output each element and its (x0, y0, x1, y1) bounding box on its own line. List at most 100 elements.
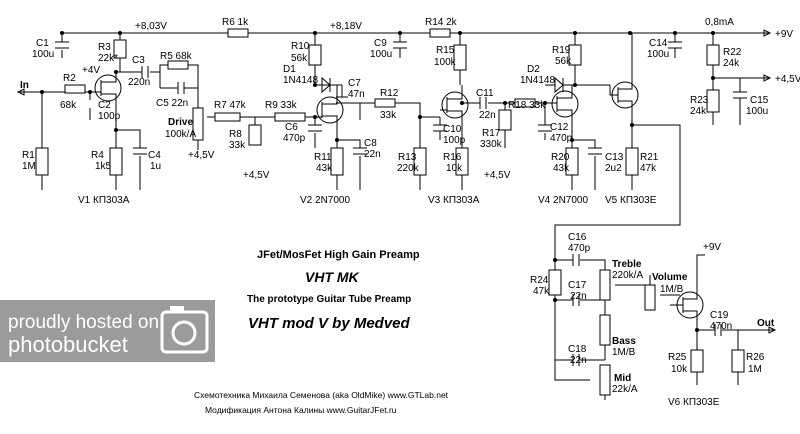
c13-value: 2u2 (605, 163, 622, 174)
photobucket-watermark: proudly hosted on photobucket (0, 300, 215, 362)
r8-value: 33k (229, 140, 246, 151)
c10-value: 100p (443, 135, 466, 146)
r17-label: R17 (482, 128, 501, 139)
r26-value: 1M (748, 364, 762, 375)
rail-label-1: +8,03V (135, 21, 167, 32)
output-label: Out (757, 318, 775, 329)
wires (16, 29, 777, 400)
r1-value: 1M (22, 161, 36, 172)
credit-line-1: Схемотехника Михаила Семенова (aka OldMi… (194, 390, 449, 400)
c5-label: C5 22n (156, 98, 188, 109)
title-line-1: JFet/MosFet High Gain Preamp (257, 249, 420, 261)
c3-value: 220n (128, 77, 150, 88)
c8-value: 22n (364, 149, 381, 160)
title-line-3: The prototype Guitar Tube Preamp (247, 294, 411, 305)
c17-label: C17 (568, 280, 587, 291)
v2-label: V2 2N7000 (300, 195, 350, 206)
v6-label: V6 КП303Е (668, 397, 720, 408)
watermark-line-1: proudly hosted on (8, 312, 159, 333)
r19-value: 56k (555, 56, 572, 67)
treble-label: Treble (612, 259, 642, 270)
c16-value: 470p (568, 243, 591, 254)
labels: +8,03V +8,18V +9V 0,8mA +4,5V +4V +4,5V … (20, 17, 800, 415)
credit-line-2: Модификация Антона Калины www.GuitarJFet… (205, 405, 397, 415)
c18-label: C18 (568, 344, 587, 355)
r2-value: 68k (60, 100, 77, 111)
r13-label: R13 (398, 152, 417, 163)
c4-label: C4 (148, 150, 161, 161)
r24-label: R24 (530, 275, 549, 286)
treble-value: 220k/A (612, 270, 643, 281)
v4-label: V4 2N7000 (538, 195, 588, 206)
c2-label: C2 (98, 100, 111, 111)
c7-label: C7 (348, 78, 361, 89)
bass-label: Bass (612, 336, 636, 347)
c15-value: 100u (746, 106, 768, 117)
c1-label: C1 (36, 38, 49, 49)
r16-value: 10k (446, 163, 463, 174)
c12-value: 470p (550, 133, 573, 144)
c18-value: 22n (570, 355, 587, 366)
drive-value: 100k/A (165, 129, 196, 140)
c11-value: 22n (479, 110, 496, 121)
c8-label: C8 (364, 138, 377, 149)
r15-label: R15 (436, 45, 455, 56)
r21-value: 47k (640, 163, 657, 174)
c7-value: 47n (348, 89, 365, 100)
r13-value: 220k (397, 163, 420, 174)
r24-value: 47k (533, 286, 550, 297)
r25-value: 10k (671, 364, 688, 375)
c2-value: 100p (98, 111, 121, 122)
current-label: 0,8mA (705, 17, 734, 28)
c19-label: C19 (710, 310, 729, 321)
d2-label: D2 (527, 64, 540, 75)
bias-label: +4V (82, 65, 100, 76)
volume-value: 1M/B (660, 284, 684, 295)
r12-label: R12 (380, 88, 399, 99)
r8-label: R8 (229, 129, 242, 140)
watermark-line-2: photobucket (8, 332, 128, 357)
d1-value: 1N4148 (283, 75, 318, 86)
mid-value: 22k/A (612, 384, 638, 395)
r3-label: R3 (98, 42, 111, 53)
r14-label: R14 2k (425, 17, 458, 28)
c6-value: 470p (283, 133, 306, 144)
c9-value: 100u (370, 49, 392, 60)
c15-label: C15 (750, 95, 769, 106)
c1-value: 100u (32, 49, 54, 60)
r4-label: R4 (91, 150, 104, 161)
r12-value: 33k (380, 110, 397, 121)
r21-label: R21 (640, 152, 659, 163)
title-line-4: VHT mod V by Medved (248, 315, 411, 332)
mid-label: Mid (614, 373, 631, 384)
r23-label: R23 (690, 95, 709, 106)
camera-icon (160, 306, 209, 354)
c17-value: 22n (570, 291, 587, 302)
bass-value: 1M/B (612, 347, 636, 358)
c13-label: C13 (605, 152, 624, 163)
v3-label: V3 КП303А (428, 195, 480, 206)
c10-label: C10 (443, 124, 462, 135)
v1-label: V1 КП303А (78, 195, 130, 206)
r17-value: 330k (480, 139, 503, 150)
drive-mid-label: +4,5V (188, 150, 215, 161)
r19-label: R19 (552, 45, 571, 56)
r23-value: 24k (690, 106, 707, 117)
drive-label: Drive (168, 117, 193, 128)
r6-label: R6 1k (222, 17, 249, 28)
r10-label: R10 (291, 41, 310, 52)
d1-label: D1 (283, 64, 296, 75)
input-label: In (20, 80, 29, 91)
r25-label: R25 (668, 352, 687, 363)
r11-label: R11 (314, 152, 332, 163)
r4-value: 1k5 (95, 161, 112, 172)
rail-label-supply: +9V (775, 29, 793, 40)
r11-value: 43k (316, 163, 333, 174)
r8-mid-label: +4,5V (243, 170, 270, 181)
c6-label: C6 (285, 122, 298, 133)
r10-value: 56k (291, 53, 308, 64)
d2-value: 1N4148 (520, 75, 555, 86)
c9-label: C9 (374, 38, 387, 49)
volume-label: Volume (652, 272, 688, 283)
